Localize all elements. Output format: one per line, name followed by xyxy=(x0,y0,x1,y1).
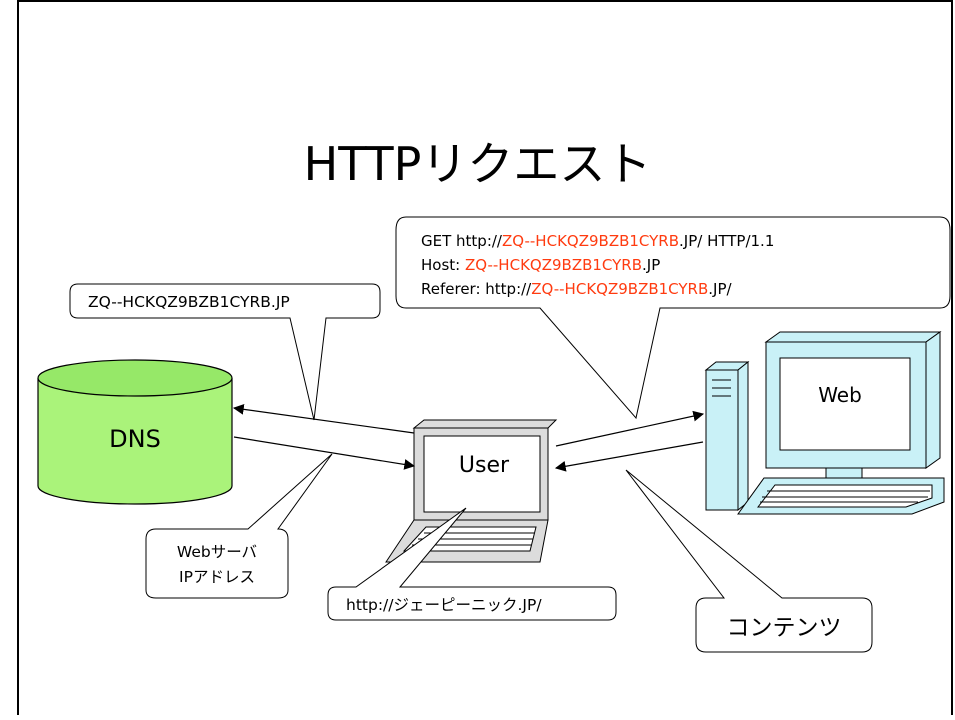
contents-label: コンテンツ xyxy=(727,615,842,641)
dns-label: DNS xyxy=(109,425,161,453)
slide-border xyxy=(17,0,953,715)
slide-title: HTTPリクエスト xyxy=(303,137,652,191)
arrow-dns-to-user xyxy=(233,436,416,470)
http-request-line1: GET http://ZQ--HCKQZ9BZB1CYRB.JP/ HTTP/1… xyxy=(421,232,774,250)
arrow-user-to-dns xyxy=(232,403,415,434)
user-laptop-icon: User xyxy=(385,419,558,563)
dns-query-callout: ZQ--HCKQZ9BZB1CYRB.JP xyxy=(69,283,381,421)
http-request-callout: GET http://ZQ--HCKQZ9BZB1CYRB.JP/ HTTP/1… xyxy=(395,216,951,420)
arrow-web-to-user xyxy=(554,441,704,472)
dns-server-icon: DNS xyxy=(37,359,233,505)
arrows xyxy=(232,403,705,472)
contents-callout: コンテンツ xyxy=(625,469,873,653)
web-server-computer-icon: Web xyxy=(704,331,945,515)
url-input-text: http://ジェーピーニック.JP/ xyxy=(346,596,542,614)
dns-query-text: ZQ--HCKQZ9BZB1CYRB.JP xyxy=(88,293,290,311)
http-request-line3: Referer: http://ZQ--HCKQZ9BZB1CYRB.JP/ xyxy=(421,280,733,298)
web-server-label: Web xyxy=(818,383,862,407)
dns-response-callout: Webサーバ IPアドレス xyxy=(145,453,333,599)
dns-response-line1: Webサーバ xyxy=(177,543,257,561)
user-label: User xyxy=(459,453,510,478)
arrow-user-to-web xyxy=(555,410,705,447)
url-input-callout: http://ジェーピーニック.JP/ xyxy=(327,507,617,621)
dns-response-line2: IPアドレス xyxy=(179,568,255,586)
http-request-line2: Host: ZQ--HCKQZ9BZB1CYRB.JP xyxy=(421,256,660,274)
